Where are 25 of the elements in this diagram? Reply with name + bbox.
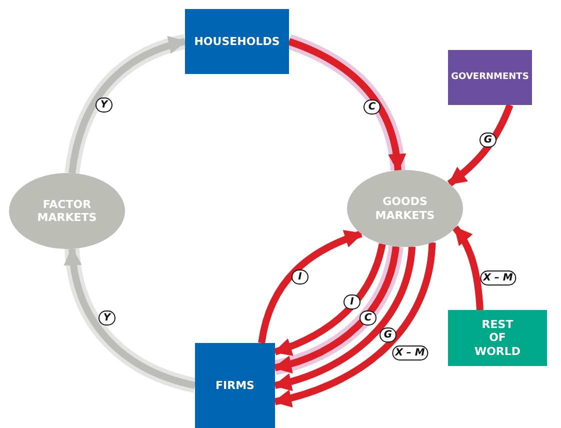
sector-box bbox=[185, 9, 289, 74]
flow-arrow bbox=[447, 104, 514, 187]
edge-label: Y bbox=[98, 310, 116, 326]
node-label: FIRMS bbox=[216, 378, 254, 392]
node-label: GOODS MARKETS bbox=[374, 195, 436, 222]
flow-arrow bbox=[273, 246, 416, 390]
node-label: GOVERNMENTS bbox=[451, 72, 529, 83]
edge-label: I bbox=[292, 270, 308, 284]
sector-box bbox=[448, 50, 532, 105]
node-label: REST OF WORLD bbox=[473, 318, 522, 358]
edge-label: X – M bbox=[392, 346, 428, 360]
node-label: FACTOR MARKETS bbox=[36, 198, 98, 224]
sector-box bbox=[195, 343, 275, 428]
edge-label: G bbox=[380, 328, 396, 342]
edge-label: X – M bbox=[480, 270, 516, 286]
edge-label: G bbox=[480, 132, 496, 148]
flow-arrow bbox=[452, 226, 484, 310]
flow-arrow bbox=[273, 242, 436, 407]
edge-label: I bbox=[344, 294, 360, 310]
edge-label: C bbox=[364, 100, 380, 114]
flow-arrow bbox=[258, 230, 363, 344]
flow-arrow bbox=[273, 243, 386, 356]
edge-label: Y bbox=[96, 98, 112, 112]
node-label: HOUSEHOLDS bbox=[194, 34, 280, 48]
sector-box bbox=[448, 310, 547, 366]
